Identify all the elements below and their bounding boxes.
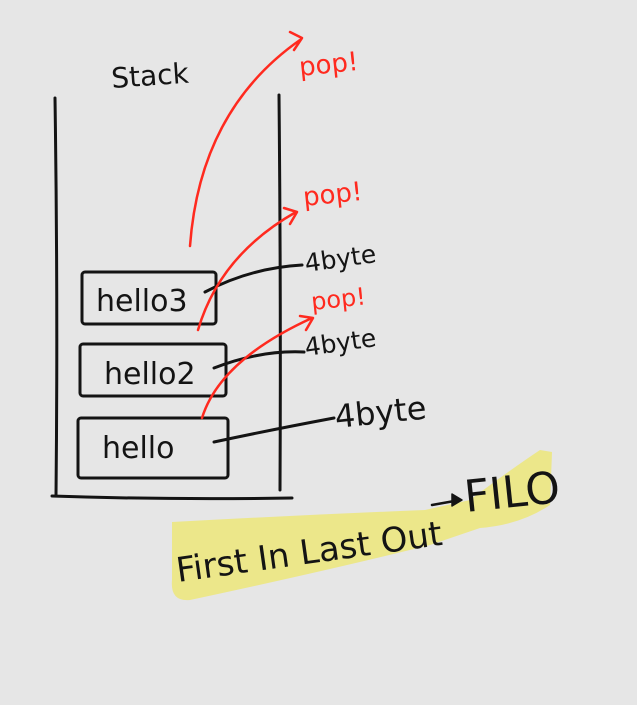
size-label-hello2: 4byte — [303, 323, 378, 362]
footer-arrow-head — [451, 493, 463, 507]
stack-bottom — [50, 494, 294, 501]
footer-highlight — [171, 450, 552, 601]
size-connector-hello3 — [203, 263, 304, 294]
size-label-hello3: 4byte — [303, 239, 378, 278]
size-label-hello: 4byte — [333, 389, 428, 436]
pop-arrow-head-hello2 — [282, 206, 299, 226]
stack-box-hello2 — [78, 342, 228, 398]
stack-box-hello3 — [80, 270, 218, 326]
pop-arrow-head-hello3 — [288, 30, 304, 52]
pop-label-hello: pop! — [310, 282, 367, 316]
item-label-hello: hello — [102, 431, 175, 466]
item-label-hello3: hello3 — [96, 284, 188, 319]
stack-title: Stack — [110, 57, 190, 95]
footer-acronym: FILO — [462, 462, 563, 523]
size-connector-hello — [212, 416, 336, 444]
pop-label-hello3: pop! — [298, 47, 360, 83]
pop-arrow-hello — [200, 316, 314, 420]
pop-arrow-hello3 — [188, 38, 302, 248]
size-connector-hello2 — [212, 350, 306, 370]
item-label-hello2: hello2 — [104, 357, 196, 392]
stack-box-hello — [76, 416, 230, 480]
pop-label-hello2: pop! — [302, 177, 364, 213]
pop-arrow-hello2 — [196, 210, 298, 332]
stack-right-wall — [277, 93, 282, 492]
pop-arrow-head-hello — [298, 314, 315, 332]
stack-left-wall — [53, 96, 59, 498]
